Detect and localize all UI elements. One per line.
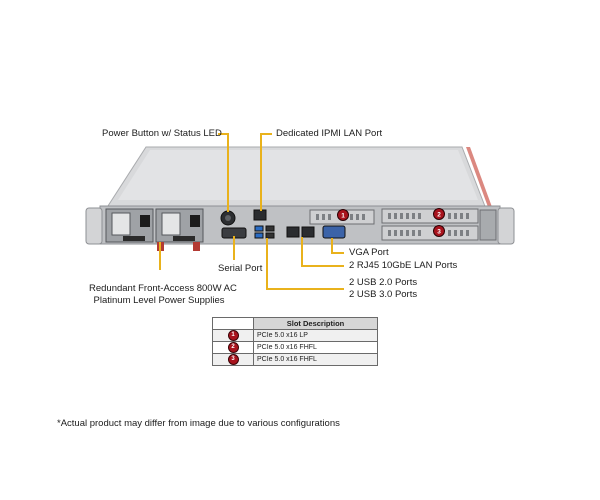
usb3-ports-label: 2 USB 3.0 Ports (349, 289, 418, 300)
vga-leader-v (331, 238, 333, 254)
slot-description: PCIe 5.0 x16 LP (253, 329, 378, 342)
left-rack-bracket (85, 207, 103, 245)
slot-badge-1: 1 (337, 209, 349, 221)
vga-port-label: VGA Port (349, 247, 389, 258)
slot-badge-3-text: 3 (437, 229, 441, 236)
slot-number-badge: 2 (227, 342, 239, 353)
slot-badge-2: 2 (433, 208, 445, 220)
usb2-ports-label: 2 USB 2.0 Ports (349, 277, 418, 288)
slot-description: PCIe 5.0 x16 FHFL (253, 341, 378, 354)
slot-table-header-blank (212, 317, 254, 330)
psu-1 (105, 208, 154, 243)
slot-table-row: 3 PCIe 5.0 x16 FHFL (212, 353, 378, 366)
pcie-slot-3-bracket (381, 225, 479, 241)
pcie-slot-2-bracket (381, 208, 479, 224)
slot-number-badge: 3 (227, 354, 239, 365)
vga-port-shape (322, 225, 346, 239)
slot-badge-3: 3 (433, 225, 445, 237)
ipmi-leader-h (260, 133, 272, 135)
power-button-label: Power Button w/ Status LED (102, 128, 222, 139)
ipmi-port-label: Dedicated IPMI LAN Port (276, 128, 383, 139)
slot-table-row: 1 PCIe 5.0 x16 LP (212, 329, 378, 342)
slot-table-header-row: Slot Description (212, 317, 378, 330)
psu-label-line1: Redundant Front-Access 800W AC (89, 283, 237, 294)
vga-leader-h (331, 252, 344, 254)
slot-table-row: 2 PCIe 5.0 x16 FHFL (212, 341, 378, 354)
slot-badge-2-text: 2 (437, 212, 441, 219)
right-rack-bracket (497, 207, 515, 245)
serial-leader-v (233, 236, 235, 260)
slot-badge-1-text: 1 (341, 213, 345, 220)
psu-2 (155, 208, 204, 243)
lan-ports-label: 2 RJ45 10GbE LAN Ports (349, 260, 458, 271)
slot-description: PCIe 5.0 x16 FHFL (253, 353, 378, 366)
slot-table-header: Slot Description (253, 317, 378, 330)
disclaimer-footnote: *Actual product may differ from image du… (57, 418, 340, 429)
lan-leader-v (301, 237, 303, 267)
serial-port-label: Serial Port (218, 263, 263, 274)
ipmi-port-shape (253, 209, 267, 221)
lan-leader-h (301, 265, 344, 267)
usb-leader-h (266, 288, 344, 290)
slot-number-badge: 1 (227, 330, 239, 341)
usb-leader-v (266, 238, 268, 290)
ipmi-leader-v (260, 133, 262, 211)
power-button-leader-v (227, 133, 229, 212)
psu-label-line2: Platinum Level Power Supplies (93, 295, 225, 306)
psu-leader-v (159, 242, 161, 270)
slot-description-table: Slot Description 1 PCIe 5.0 x16 LP 2 PCI… (212, 317, 378, 366)
power-button-leader-h (218, 133, 228, 135)
